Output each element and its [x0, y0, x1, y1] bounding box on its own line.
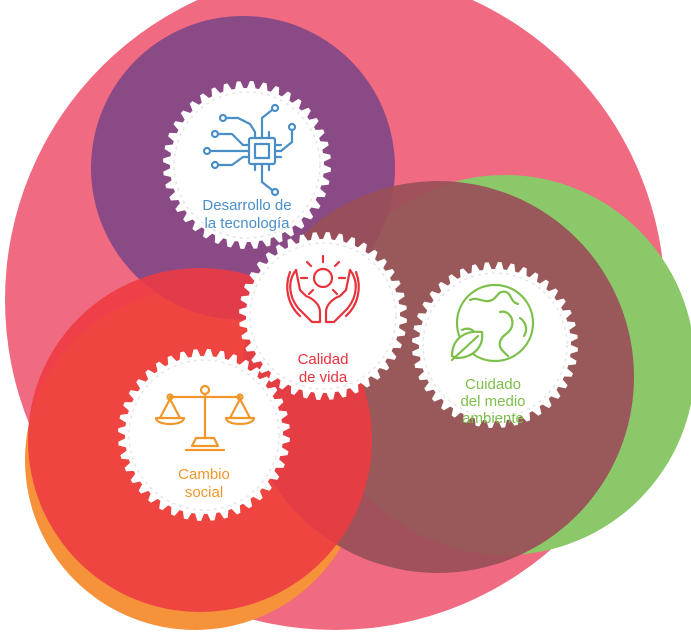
label-technology-line-2: la tecnología — [204, 215, 290, 232]
label-quality-of-life: Calidad de vida — [298, 351, 349, 386]
gear-teeth — [239, 232, 407, 400]
label-quality-of-life-line-2: de vida — [299, 369, 348, 386]
gear-environment — [412, 262, 578, 428]
label-technology-line-1: Desarrollo de — [202, 197, 291, 214]
label-quality-of-life-line-1: Calidad — [298, 351, 349, 368]
gear-technology — [163, 81, 331, 249]
label-environment-line-2: del medio — [460, 393, 525, 410]
gear-quality-of-life — [239, 232, 407, 400]
label-environment-line-1: Cuidado — [465, 376, 521, 393]
gear-inner-ring — [422, 272, 568, 418]
gear-inner-ring — [128, 359, 280, 511]
gear-teeth — [412, 262, 578, 428]
label-environment-line-3: ambiente — [462, 410, 524, 427]
balance-scale-icon — [154, 384, 256, 452]
label-environment: Cuidado del medio ambiente — [460, 376, 525, 427]
gear-inner-ring — [249, 242, 397, 390]
label-technology: Desarrollo de la tecnología — [202, 197, 291, 232]
label-social-change: Cambio social — [178, 466, 230, 501]
earth-leaf-icon — [450, 283, 535, 363]
gear-teeth — [163, 81, 331, 249]
label-social-change-line-2: social — [185, 484, 223, 501]
label-social-change-line-1: Cambio — [178, 466, 230, 483]
circuit-chip-icon — [202, 103, 297, 197]
hands-sun-icon — [286, 254, 360, 324]
gear-inner-ring — [173, 91, 321, 239]
